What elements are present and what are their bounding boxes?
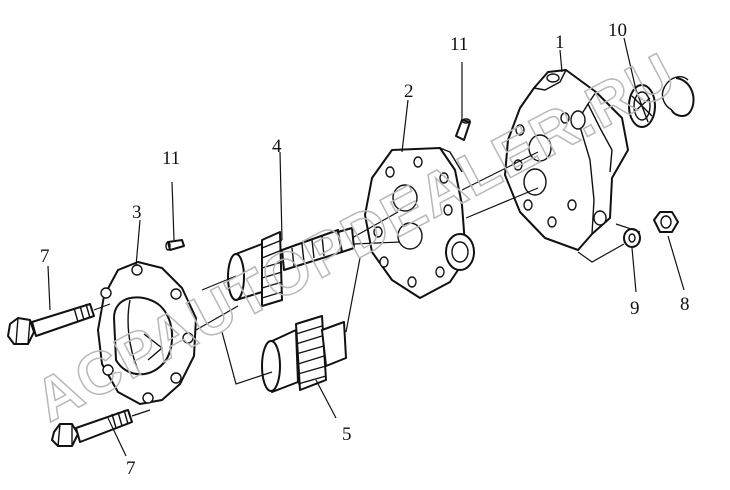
part-4-drive-gear-shaft bbox=[227, 227, 355, 307]
callout-3: 3 bbox=[132, 202, 142, 223]
part-3-front-cover bbox=[97, 261, 197, 405]
callout-2: 2 bbox=[404, 81, 414, 102]
part-11-dowel-pin-upper bbox=[455, 118, 471, 141]
part-1-rear-housing bbox=[504, 69, 629, 251]
snap-ring bbox=[661, 76, 695, 117]
part-11-dowel-pin-lower bbox=[165, 239, 185, 251]
part-7-bolt-lower bbox=[51, 409, 133, 447]
callout-9: 9 bbox=[630, 298, 640, 319]
callout-7-upper: 7 bbox=[40, 246, 50, 267]
callout-7-lower: 7 bbox=[126, 458, 136, 479]
part-8-nut bbox=[653, 211, 679, 233]
callout-11-lower: 11 bbox=[162, 148, 180, 169]
callout-11-upper: 11 bbox=[450, 34, 468, 55]
part-2-gear-housing bbox=[364, 147, 475, 299]
part-7-bolt-upper bbox=[7, 303, 95, 345]
callout-1: 1 bbox=[555, 32, 565, 53]
part-10-bearing bbox=[628, 84, 656, 128]
assembly-axis-lines bbox=[93, 151, 641, 417]
callout-4: 4 bbox=[272, 136, 282, 157]
callout-8: 8 bbox=[680, 294, 690, 315]
callout-leaders bbox=[47, 37, 685, 457]
callout-5: 5 bbox=[342, 424, 352, 445]
part-5-driven-gear bbox=[261, 315, 347, 393]
callout-numbers: 1 2 3 4 5 7 7 8 9 10 11 11 bbox=[40, 20, 690, 479]
callout-10: 10 bbox=[608, 20, 627, 41]
